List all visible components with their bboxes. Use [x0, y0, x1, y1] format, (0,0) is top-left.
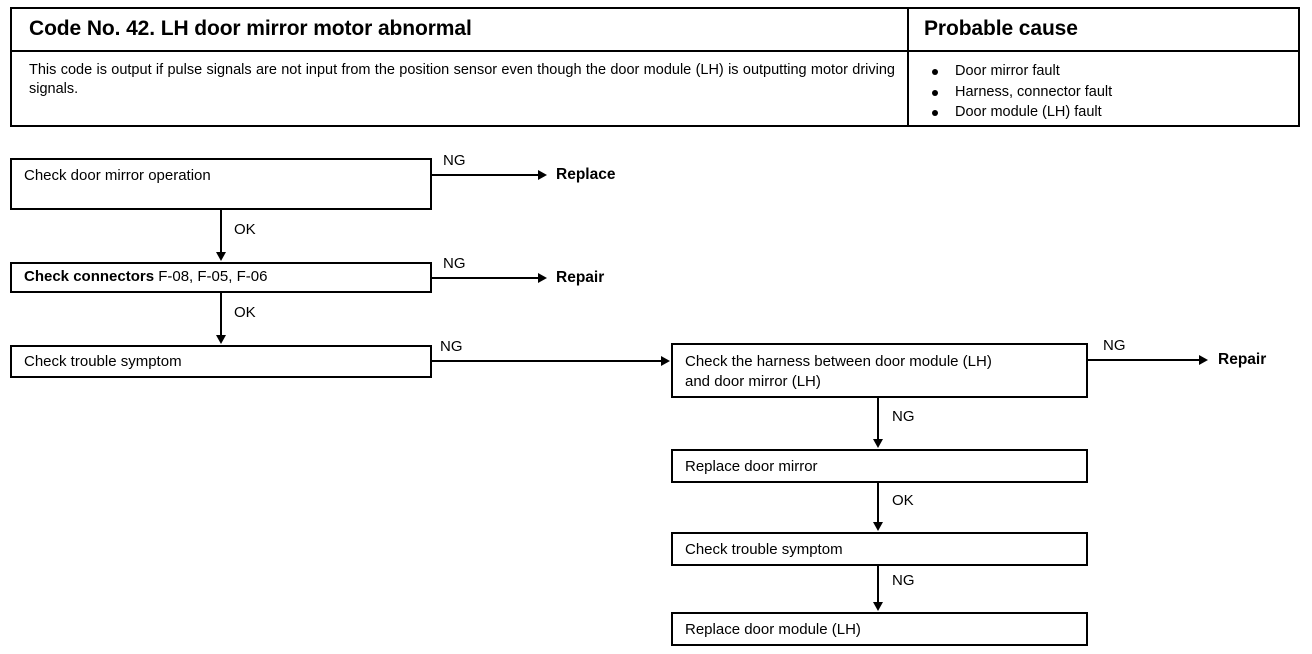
edge-line-connectors-to-symptom: [220, 293, 222, 337]
flow-box-check-trouble-symptom-right: Check trouble symptom: [671, 532, 1088, 566]
edge-label-text: NG: [892, 572, 915, 589]
list-item: Harness, connector fault: [909, 82, 1298, 103]
arrow-down-icon: [873, 602, 883, 611]
arrow-down-icon: [216, 335, 226, 344]
code-description: This code is output if pulse signals are…: [29, 62, 895, 97]
edge-label-ok-mirror-to-connectors: OK: [234, 221, 256, 238]
arrow-right-icon: [1199, 355, 1208, 365]
code-title: Code No. 42. LH door mirror motor abnorm…: [29, 17, 472, 40]
terminal-label: Repair: [556, 269, 605, 286]
arrow-down-icon: [216, 252, 226, 261]
edge-line-harness-to-replace-mirror: [877, 398, 879, 441]
terminal-replace: Replace: [556, 166, 615, 184]
edge-line-mirror-to-connectors: [220, 210, 222, 254]
terminal-label: Replace: [556, 166, 616, 183]
flow-box-replace-door-module: Replace door module (LH): [671, 612, 1088, 646]
edge-label-text: OK: [234, 304, 256, 321]
flow-box-check-harness: Check the harness between door module (L…: [671, 343, 1088, 398]
table-header-row: Code No. 42. LH door mirror motor abnorm…: [12, 9, 1298, 50]
edge-line-symptom-to-replace-module: [877, 566, 879, 604]
edge-label-text: OK: [892, 492, 914, 509]
edge-label-ng-symptom-to-harness: NG: [440, 338, 463, 355]
flow-box-check-mirror-operation: Check door mirror operation: [10, 158, 432, 210]
edge-label-ng-connectors: NG: [443, 255, 466, 272]
terminal-label: Repair: [1218, 351, 1267, 368]
list-item: Door module (LH) fault: [909, 102, 1298, 123]
edge-label-text: NG: [443, 152, 466, 169]
flow-box-check-trouble-symptom-left: Check trouble symptom: [10, 345, 432, 378]
edge-label-text: NG: [443, 255, 466, 272]
edge-line-replace-mirror-to-symptom: [877, 483, 879, 524]
flow-box-label: Check trouble symptom: [24, 353, 182, 370]
code-title-cell: Code No. 42. LH door mirror motor abnorm…: [12, 9, 907, 50]
edge-label-text: NG: [1103, 337, 1126, 354]
list-item: Door mirror fault: [909, 61, 1298, 82]
edge-label-ok-connectors-to-symptom: OK: [234, 304, 256, 321]
arrow-right-icon: [538, 273, 547, 283]
edge-label-text: NG: [440, 338, 463, 355]
flow-box-label-line1: Check the harness between door module (L…: [685, 353, 992, 370]
cause-title-cell: Probable cause: [907, 9, 1298, 50]
edge-label-text: NG: [892, 408, 915, 425]
edge-label-ng-symptom-to-replace-module: NG: [892, 572, 915, 589]
flow-box-label-rest: F-08, F-05, F-06: [154, 268, 268, 285]
terminal-repair-right: Repair: [1218, 351, 1266, 369]
edge-label-text: OK: [234, 221, 256, 238]
code-info-table: Code No. 42. LH door mirror motor abnorm…: [10, 7, 1300, 127]
arrow-right-icon: [538, 170, 547, 180]
edge-line-harness-to-repair: [1088, 359, 1201, 361]
flow-box-label-line2: and door mirror (LH): [685, 373, 821, 390]
edge-label-ng-harness-to-replace-mirror: NG: [892, 408, 915, 425]
flow-box-label: Replace door module (LH): [685, 621, 861, 638]
arrow-down-icon: [873, 522, 883, 531]
flow-box-label: Check door mirror operation: [24, 167, 211, 184]
flow-box-label: Check trouble symptom: [685, 541, 843, 558]
edge-label-ng-mirror-operation: NG: [443, 152, 466, 169]
edge-label-ng-harness-to-repair: NG: [1103, 337, 1126, 354]
flow-box-label-bold: Check connectors: [24, 268, 155, 285]
edge-line-symptom-to-harness: [432, 360, 664, 362]
probable-cause-list: Door mirror fault Harness, connector fau…: [909, 52, 1298, 123]
edge-line-connectors-ng: [432, 277, 540, 279]
flow-box-replace-door-mirror: Replace door mirror: [671, 449, 1088, 483]
terminal-repair-left: Repair: [556, 269, 604, 287]
table-body-row: This code is output if pulse signals are…: [12, 50, 1298, 125]
probable-cause-title: Probable cause: [924, 17, 1078, 40]
code-description-cell: This code is output if pulse signals are…: [12, 52, 907, 125]
arrow-down-icon: [873, 439, 883, 448]
cause-list-cell: Door mirror fault Harness, connector fau…: [907, 52, 1298, 125]
flow-box-check-connectors: Check connectors F-08, F-05, F-06: [10, 262, 432, 293]
arrow-right-icon: [661, 356, 670, 366]
edge-label-ok-replace-mirror-to-symptom: OK: [892, 492, 914, 509]
flow-box-label: Replace door mirror: [685, 458, 818, 475]
edge-line-mirror-operation-ng: [432, 174, 540, 176]
